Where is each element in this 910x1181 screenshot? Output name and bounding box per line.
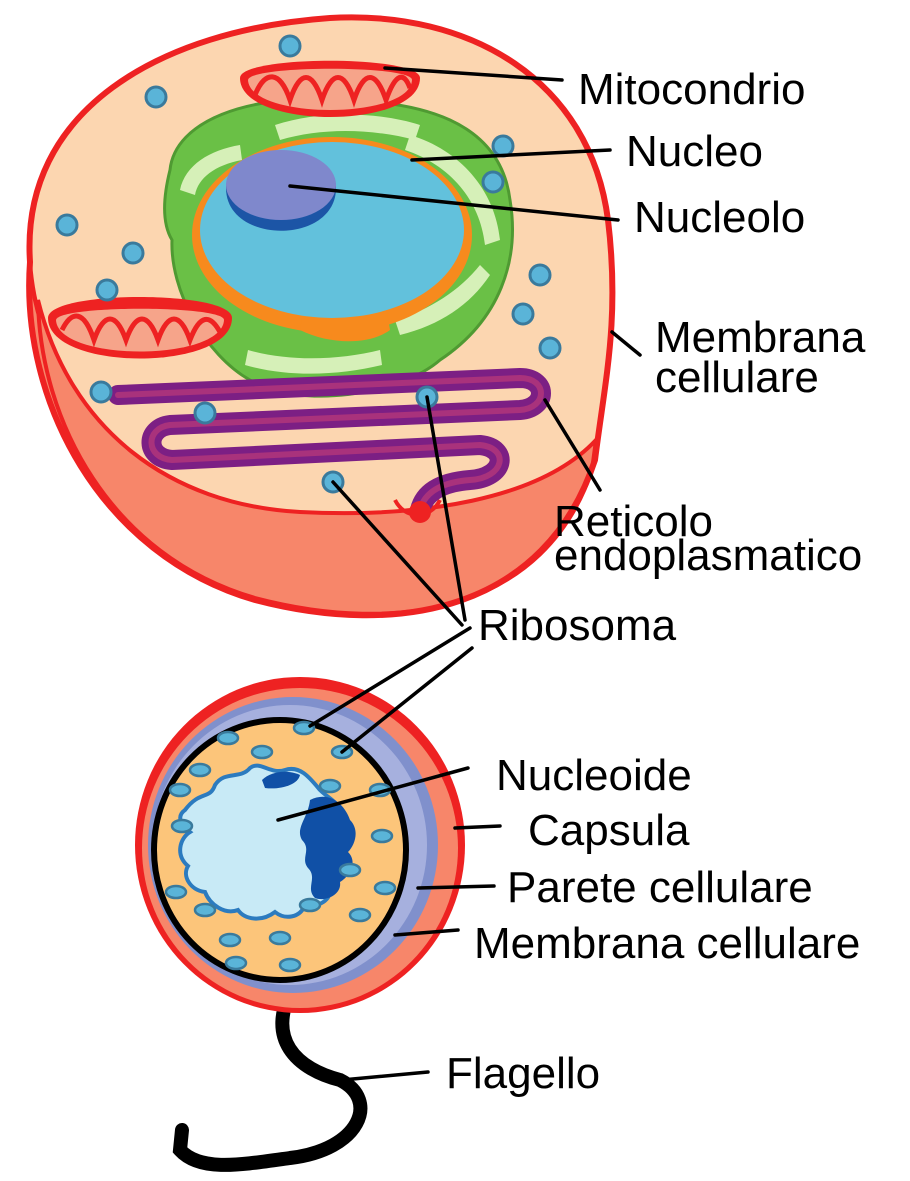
ribosome	[172, 820, 192, 832]
ribosome	[252, 746, 272, 758]
label-mitochondrion: Mitocondrio	[578, 65, 805, 114]
ribosome	[190, 764, 210, 776]
ribosome	[123, 243, 143, 263]
leader-cell-wall	[418, 886, 494, 888]
ribosome	[270, 932, 290, 944]
leader-flagellum	[342, 1072, 428, 1080]
ribosome	[220, 934, 240, 946]
ribosome	[195, 904, 215, 916]
label-nucleoid: Nucleoide	[496, 751, 692, 800]
ribosome	[300, 899, 320, 911]
ribosome	[513, 304, 533, 324]
label-membrane-line2: cellulare	[655, 353, 819, 402]
ribosome	[280, 36, 300, 56]
ribosome	[375, 882, 395, 894]
label-er-line2: endoplasmatico	[554, 531, 862, 580]
ribosome	[540, 338, 560, 358]
nucleolus	[226, 150, 336, 220]
ribosome	[320, 780, 340, 792]
ribosome	[166, 886, 186, 898]
ribosome	[493, 136, 513, 156]
ribosome	[483, 172, 503, 192]
ribosome	[91, 382, 111, 402]
leader-capsule	[455, 826, 500, 828]
label-nucleolus: Nucleolo	[634, 193, 805, 242]
label-ribosome: Ribosoma	[478, 601, 677, 650]
ribosome	[530, 265, 550, 285]
label-cell-wall: Parete cellulare	[507, 863, 813, 912]
ribosome	[170, 784, 190, 796]
ribosome	[57, 215, 77, 235]
ribosome	[280, 959, 300, 971]
label-capsule: Capsula	[528, 806, 690, 855]
label-flagellum: Flagello	[446, 1049, 600, 1098]
label-cell-membrane: Membrana cellulare	[474, 919, 860, 968]
leader-membrane	[612, 332, 640, 355]
ribosome	[195, 403, 215, 423]
ribosome	[218, 732, 238, 744]
ribosome	[340, 864, 360, 876]
ribosome	[372, 830, 392, 842]
ribosome	[97, 280, 117, 300]
prokaryotic-cell	[135, 677, 465, 1165]
ribosome	[350, 909, 370, 921]
label-nucleus: Nucleo	[626, 127, 763, 176]
reticulum-end	[409, 501, 431, 523]
ribosome	[226, 957, 246, 969]
ribosome	[146, 87, 166, 107]
eukaryotic-cell	[29, 17, 612, 615]
